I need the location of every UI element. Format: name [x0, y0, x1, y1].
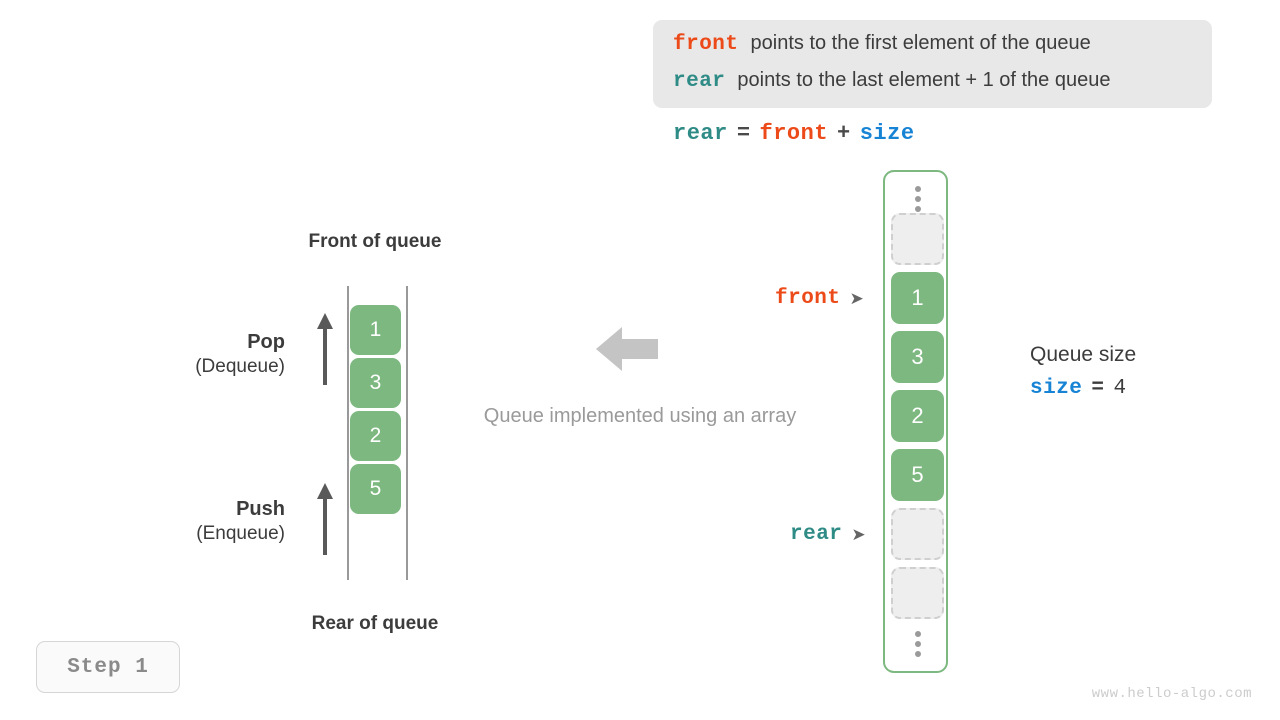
- arrow-right-icon-rear: ➤: [851, 525, 866, 544]
- array-cell-1[interactable]: 1: [891, 272, 944, 324]
- array-cell-2[interactable]: 3: [891, 331, 944, 383]
- queue-size-keyword: size: [1030, 377, 1083, 400]
- array-cell-3[interactable]: 2: [891, 390, 944, 442]
- queue-size-label: Queue size: [1030, 343, 1137, 366]
- legend-front-text: points to the first element of the queue: [750, 32, 1091, 54]
- queue-cell-0[interactable]: 1: [350, 305, 401, 355]
- rear-of-queue-label: Rear of queue: [311, 613, 439, 634]
- formula-rear: rear: [673, 121, 728, 146]
- formula-equals: =: [736, 121, 751, 146]
- vertical-ellipsis-icon-bottom: [885, 631, 950, 657]
- formula-plus: +: [837, 121, 851, 146]
- queue-size-equals: =: [1091, 377, 1105, 400]
- array-cell-0[interactable]: [891, 213, 944, 265]
- diagram-caption: Queue implemented using an array: [483, 405, 797, 427]
- rear-pointer-label: rear: [790, 523, 843, 546]
- pop-title: Pop: [247, 331, 285, 353]
- array-cell-4[interactable]: 5: [891, 449, 944, 501]
- queue-size-value: 4: [1113, 377, 1127, 400]
- formula-size: size: [859, 121, 915, 146]
- queue-rail-left: [347, 286, 349, 580]
- queue-rail-right: [406, 286, 408, 580]
- push-operation-label: Push (Enqueue): [125, 497, 285, 546]
- legend-front-keyword: front: [673, 33, 739, 56]
- queue-size-block: Queue size size = 4: [1030, 343, 1136, 400]
- queue-cell-1[interactable]: 3: [350, 358, 401, 408]
- step-badge: Step 1: [36, 641, 180, 693]
- front-pointer-label: front: [775, 287, 841, 310]
- array-container: 1 3 2 5: [883, 170, 948, 673]
- front-of-queue-label: Front of queue: [308, 231, 442, 252]
- vertical-ellipsis-icon-top: [885, 186, 950, 212]
- queue-cell-2[interactable]: 2: [350, 411, 401, 461]
- legend-rear-text: points to the last element + 1 of the qu…: [737, 69, 1111, 91]
- arrow-right-icon-front: ➤: [849, 289, 864, 308]
- legend-box: front points to the first element of the…: [653, 20, 1212, 108]
- pop-operation-label: Pop (Dequeue): [125, 330, 285, 379]
- front-pointer: front ➤: [775, 287, 864, 310]
- queue-cell-3[interactable]: 5: [350, 464, 401, 514]
- legend-row-rear: rear points to the last element + 1 of t…: [673, 69, 1110, 93]
- queue-size-expression: size = 4: [1030, 377, 1136, 400]
- pop-subtitle: (Dequeue): [195, 356, 285, 377]
- formula-front: front: [759, 121, 829, 146]
- array-cell-6[interactable]: [891, 567, 944, 619]
- push-subtitle: (Enqueue): [196, 523, 285, 544]
- push-title: Push: [236, 498, 285, 520]
- legend-rear-keyword: rear: [673, 70, 726, 93]
- formula-expression: rear = front + size: [673, 121, 915, 146]
- arrow-up-icon-pop: [315, 313, 335, 390]
- arrow-left-icon: [596, 325, 658, 378]
- watermark: www.hello-algo.com: [1091, 686, 1252, 702]
- arrow-up-icon-push: [315, 483, 335, 560]
- array-cell-5[interactable]: [891, 508, 944, 560]
- legend-row-front: front points to the first element of the…: [673, 32, 1091, 56]
- rear-pointer: rear ➤: [790, 523, 866, 546]
